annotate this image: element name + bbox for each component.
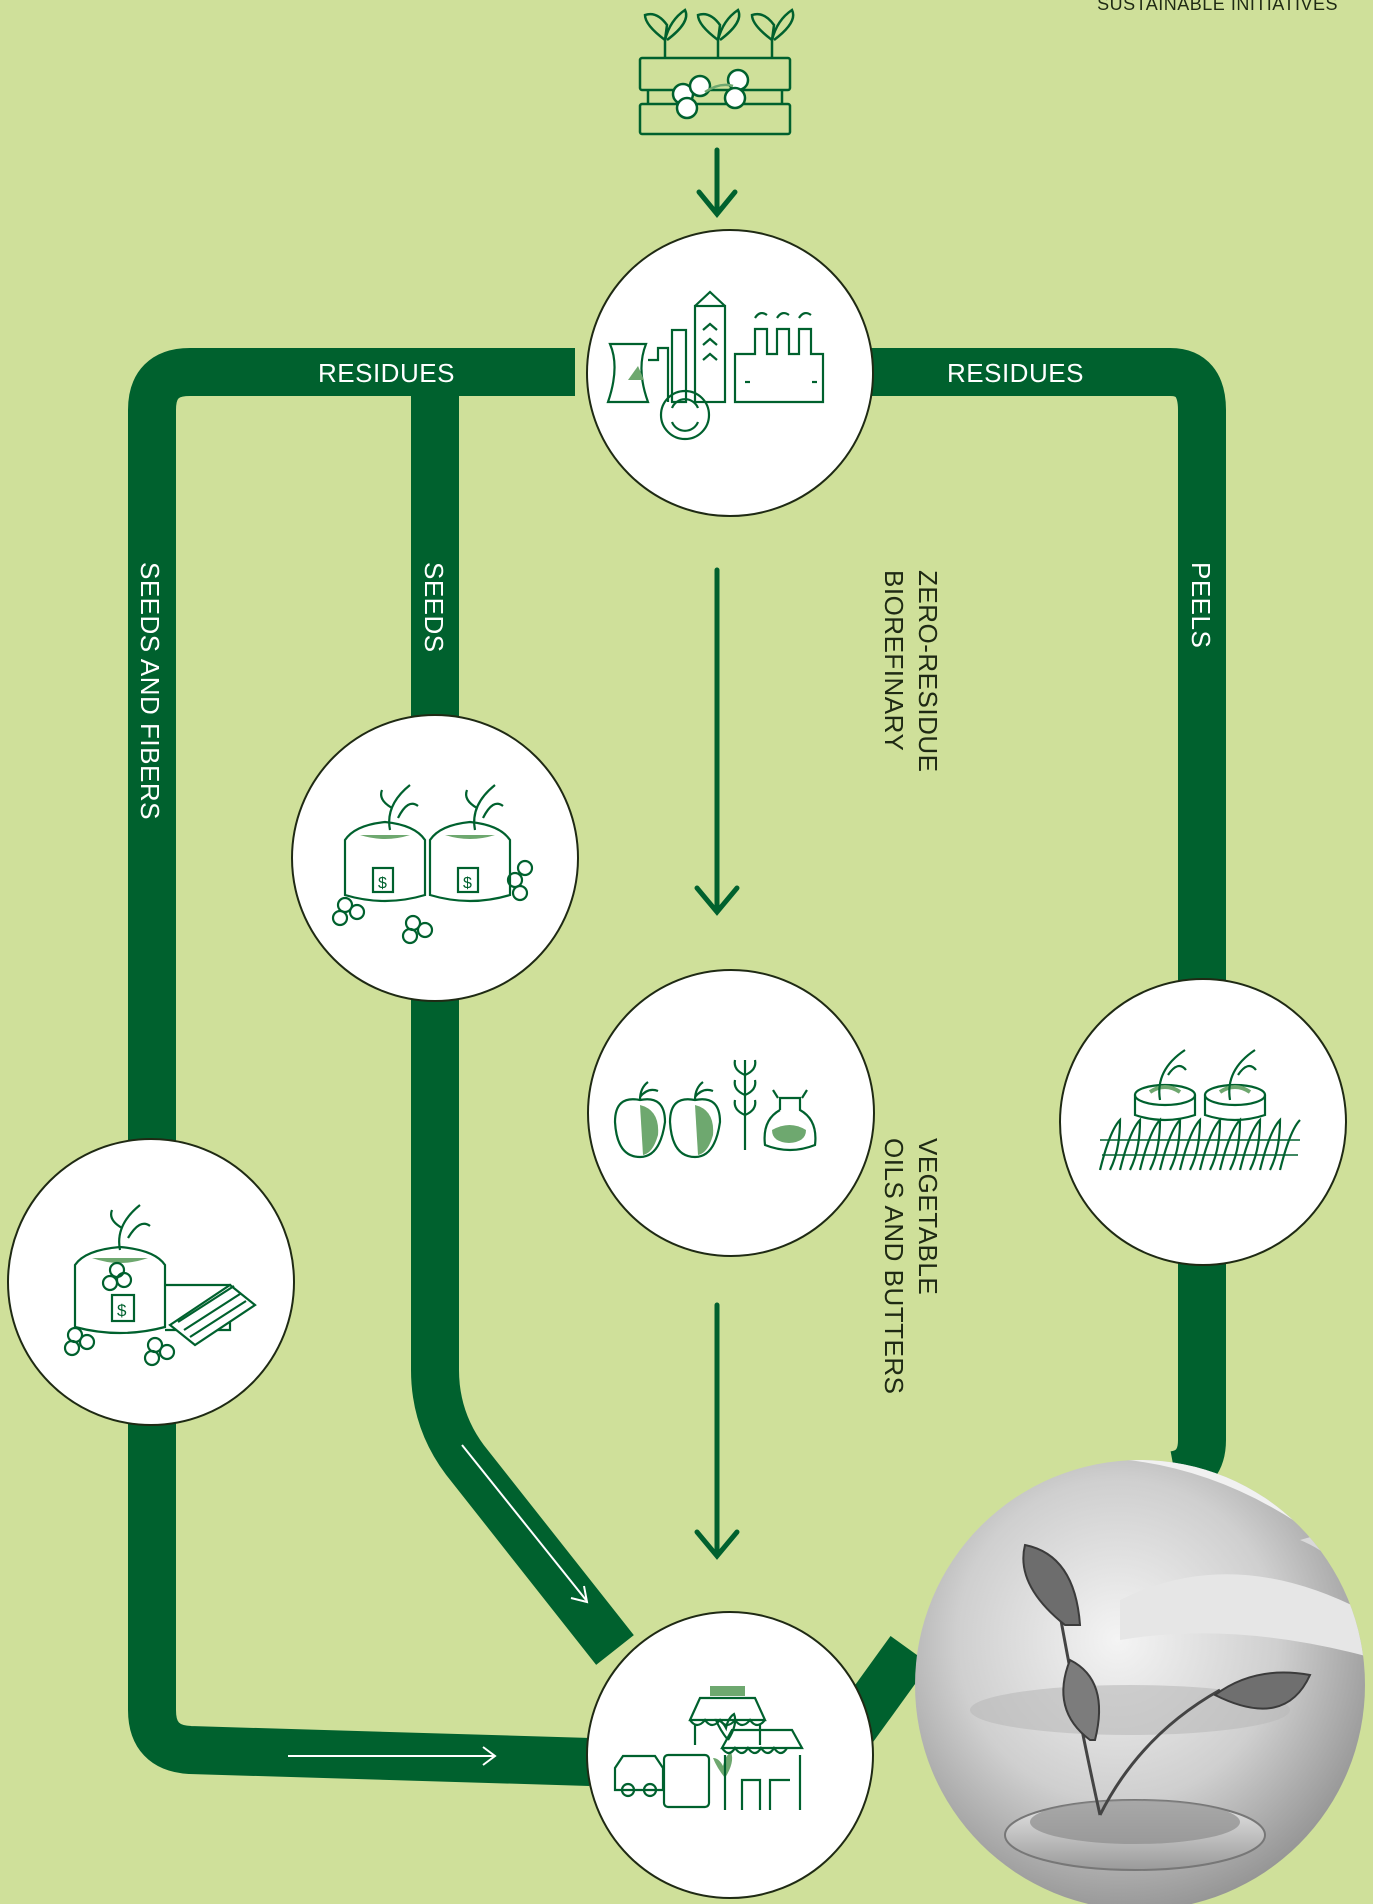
seeds-fibers-icon: $ [63, 1204, 257, 1367]
node-industries [586, 1611, 874, 1899]
svg-text:$: $ [117, 1301, 127, 1320]
peel-plants-icon [1098, 1049, 1301, 1171]
header-label: SUSTAINABLE INITIATIVES [1097, 0, 1338, 14]
bar-arrows [288, 1444, 589, 1766]
label-vegetable-line1: VEGETABLE [913, 1138, 943, 1296]
label-vegetable-line2: OILS AND BUTTERS [879, 1138, 909, 1395]
bar-seeds [411, 372, 634, 1665]
svg-text:$: $ [463, 875, 472, 892]
factory-icon [606, 290, 825, 441]
label-vegetable-oils-butters: VEGETABLE OILS AND BUTTERS [877, 1138, 945, 1395]
svg-text:$: $ [378, 875, 387, 892]
node-biorefinery [586, 229, 874, 517]
fruits-grains-icon [613, 1059, 817, 1159]
seed-sacks-icon: $ $ [331, 784, 534, 945]
node-peel-plants [1059, 978, 1347, 1266]
label-seeds: SEEDS [419, 562, 449, 653]
label-zero-residue-line1: ZERO-RESIDUE [913, 570, 943, 773]
bar-residues-left [128, 348, 591, 1786]
node-seed-sacks: $ $ [291, 714, 579, 1002]
label-zero-residue-line2: BIOREFINARY [879, 570, 909, 752]
center-arrows [694, 147, 740, 1560]
label-seeds-and-fibers: SEEDS AND FIBERS [135, 562, 165, 820]
market-industry-icon [613, 1686, 804, 1810]
node-fruits-grains [587, 969, 875, 1257]
label-peels: PEELS [1186, 562, 1216, 649]
label-residues-left: RESIDUES [318, 358, 455, 388]
lab-plant-photo [915, 1460, 1365, 1904]
label-zero-residue-biorefinary: ZERO-RESIDUE BIOREFINARY [877, 570, 945, 772]
plant-crate-icon [638, 8, 795, 136]
node-seeds-fibers: $ [7, 1138, 295, 1426]
label-residues-right: RESIDUES [947, 358, 1084, 388]
